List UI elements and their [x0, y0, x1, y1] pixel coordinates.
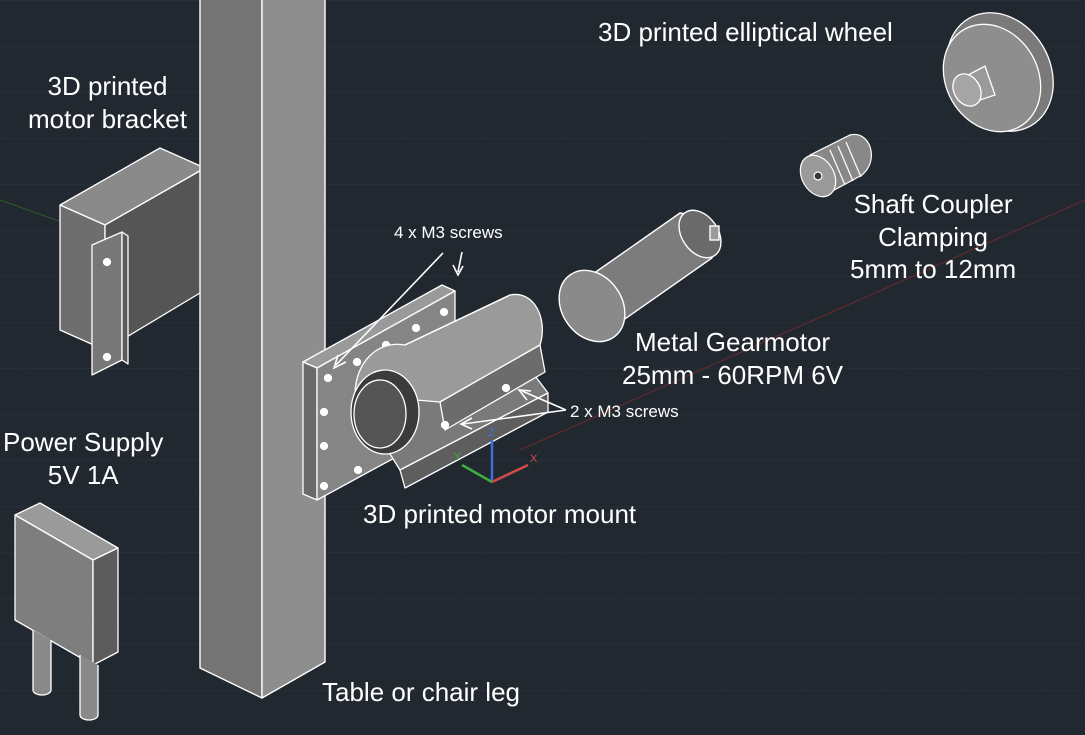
two-screws-label: 2 x M3 screws [570, 402, 679, 421]
shaft-coupler-label-line3: 5mm to 12mm [850, 254, 1017, 284]
four-screws-label: 4 x M3 screws [394, 223, 503, 242]
table-leg [199, 0, 326, 699]
table-leg-label: Table or chair leg [322, 677, 520, 707]
gearmotor-label-line2: 25mm - 60RPM 6V [622, 359, 844, 390]
power-supply-label-line2: 5V 1A [47, 459, 119, 490]
power-supply-label-line1: Power Supply [3, 427, 164, 457]
gearmotor-label: Metal Gearmotor 25mm - 60RPM 6V [622, 326, 843, 391]
x-axis-line [519, 199, 1085, 451]
elliptical-wheel [942, 12, 1054, 133]
shaft-coupler-label: Shaft Coupler Clamping 5mm to 12mm [850, 188, 1016, 286]
y-axis-line [0, 199, 71, 226]
motor-bracket-label-line2: motor bracket [28, 103, 187, 134]
gearmotor [558, 209, 722, 343]
screw-arrows [332, 251, 567, 430]
motor-bracket-label-line1: 3D printed [47, 71, 168, 101]
motor-mount [302, 284, 549, 501]
motor-bracket-label: 3D printed motor bracket [28, 70, 187, 135]
power-supply-label: Power Supply 5V 1A [3, 426, 163, 491]
gearmotor-label-line1: Metal Gearmotor [635, 327, 831, 357]
power-supply [14, 502, 119, 721]
elliptical-wheel-label: 3D printed elliptical wheel [598, 17, 893, 47]
ucs-axis-icon: X Y Z [454, 427, 538, 484]
shaft-coupler-label-line1: Shaft Coupler [853, 189, 1013, 219]
motor-bracket [59, 147, 206, 376]
svg-text:Z: Z [488, 427, 495, 439]
svg-text:X: X [530, 453, 538, 465]
shaft-coupler [799, 133, 872, 198]
shaft-coupler-label-line2: Clamping [878, 221, 988, 252]
motor-mount-label: 3D printed motor mount [363, 499, 637, 529]
svg-text:Y: Y [454, 451, 462, 463]
